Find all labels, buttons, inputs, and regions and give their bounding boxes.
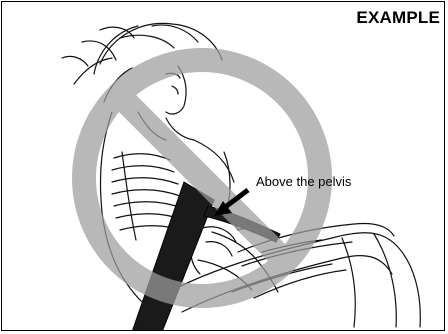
callout-label: Above the pelvis — [256, 174, 351, 189]
diagram-frame: EXAMPLE Above the pelvis — [1, 1, 445, 331]
seatbelt-illustration — [2, 2, 445, 331]
seatbelt-strap — [132, 182, 214, 331]
example-badge: EXAMPLE — [356, 8, 440, 28]
